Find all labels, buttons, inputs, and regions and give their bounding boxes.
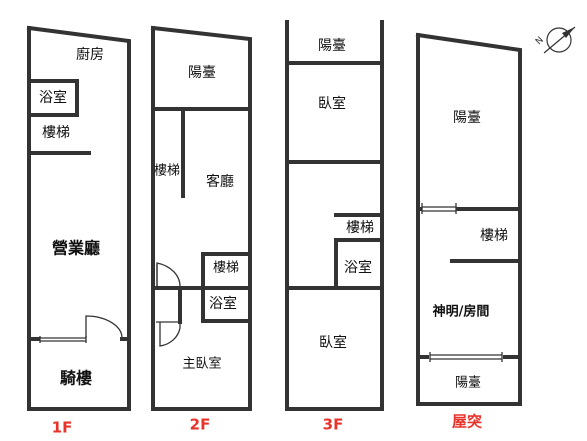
room-label-hall: 營業廳 <box>52 239 100 258</box>
floor-1f-plan: 廚房 浴室 樓梯 營業廳 騎樓 1F <box>26 25 131 437</box>
room-label-stairs-roof: 樓梯 <box>480 228 508 244</box>
floor-label-1f: 1F <box>52 419 73 437</box>
floor-3f-plan: 陽臺 臥室 樓梯 浴室 臥室 3F <box>285 20 384 434</box>
compass-label: N <box>534 35 546 47</box>
room-label-balcony-3f: 陽臺 <box>318 38 346 54</box>
room-label-stairs-3f: 樓梯 <box>346 220 374 236</box>
floor-1f-outline <box>26 25 131 411</box>
room-label-balcony-roof-bottom: 陽臺 <box>455 376 481 391</box>
room-label-master-bedroom: 主臥室 <box>182 356 221 372</box>
room-label-stairs-2f-left: 樓梯 <box>154 164 180 179</box>
room-label-stairs-2f-right: 樓梯 <box>213 261 239 276</box>
room-label-bath-1f: 浴室 <box>39 89 67 106</box>
floor-label-3f: 3F <box>323 416 344 434</box>
floor-label-roof: 屋突 <box>452 413 482 431</box>
room-label-bath-3f: 浴室 <box>344 259 372 276</box>
floor-2f-plan: 陽臺 樓梯 客廳 樓梯 浴室 主臥室 2F <box>150 25 252 434</box>
room-label-kitchen: 廚房 <box>76 46 104 63</box>
north-arrow-icon: N <box>534 26 576 54</box>
room-label-living: 客廳 <box>206 173 234 190</box>
floor-label-2f: 2F <box>190 416 211 434</box>
floor-2f-outline <box>150 25 252 411</box>
room-label-balcony-2f: 陽臺 <box>188 65 216 81</box>
room-label-arcade: 騎樓 <box>60 369 92 388</box>
floor-roof-outline <box>415 32 522 406</box>
room-label-bedroom-3f-top: 臥室 <box>318 95 346 112</box>
floor-2f-door-swing-lower <box>156 321 181 347</box>
floor-1f-door-swing <box>85 315 123 339</box>
floor-1f-bath-wall <box>27 79 79 117</box>
floor-roof-plan: 陽臺 樓梯 神明/房間 陽臺 屋突 <box>415 32 522 431</box>
room-label-shrine-room: 神明/房間 <box>433 304 490 320</box>
floor-2f-door-swing-upper <box>156 262 181 288</box>
room-label-balcony-roof-top: 陽臺 <box>453 110 481 126</box>
room-label-bedroom-3f-bottom: 臥室 <box>319 334 347 351</box>
room-label-stairs-1f: 樓梯 <box>42 125 70 141</box>
room-label-bath-2f: 浴室 <box>209 295 237 312</box>
